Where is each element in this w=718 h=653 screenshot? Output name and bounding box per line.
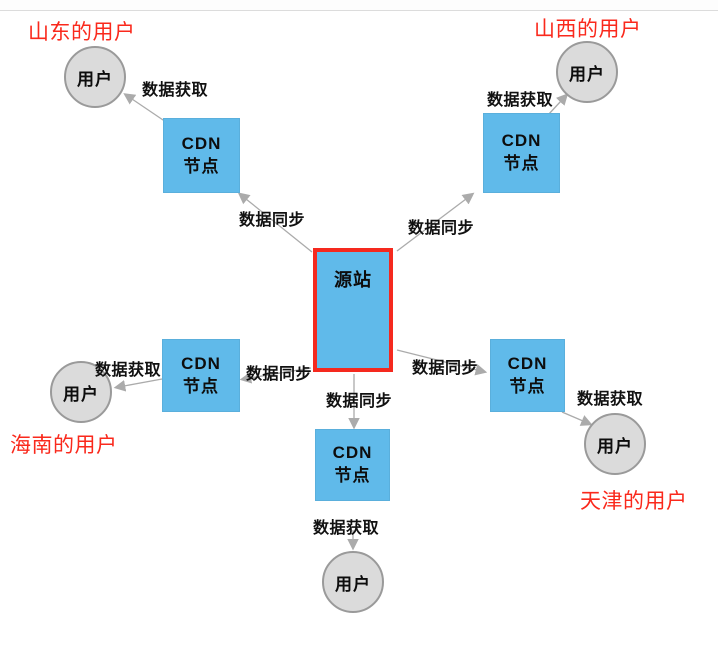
arrow-fetch-top-left	[123, 93, 167, 123]
edge-label-fetch-left: 数据获取	[95, 362, 162, 379]
cdn-label-line2: 节点	[183, 156, 220, 176]
user-node-shanxi: 用户	[556, 41, 618, 103]
cdn-label-line1: CDN	[181, 353, 221, 373]
edge-label-fetch-top-left: 数据获取	[142, 82, 209, 99]
user-node-hainan: 用户	[50, 361, 112, 423]
cdn-node-top-right: CDN 节点	[483, 113, 560, 193]
user-node-label: 用户	[335, 574, 371, 594]
cdn-label-line1: CDN	[181, 133, 222, 153]
cdn-node-bottom: CDN 节点	[315, 429, 390, 501]
top-divider	[0, 0, 718, 11]
user-node-bottom: 用户	[322, 551, 384, 613]
source-station-node: 源站	[313, 248, 393, 372]
user-node-shandong: 用户	[64, 46, 126, 108]
cdn-label-line1: CDN	[507, 353, 548, 373]
edge-label-sync-top-right: 数据同步	[408, 220, 475, 237]
user-node-label: 用户	[597, 436, 633, 456]
arrow-fetch-left	[113, 378, 163, 392]
cdn-node-left: CDN 节点	[162, 339, 240, 412]
cdn-node-label: CDN 节点	[508, 353, 548, 399]
cdn-label-line2: 节点	[183, 376, 219, 396]
edge-label-fetch-top-right: 数据获取	[487, 92, 554, 109]
region-label-shanxi: 山西的用户	[534, 18, 642, 41]
edge-label-sync-left: 数据同步	[246, 366, 313, 383]
edge-label-sync-bottom: 数据同步	[326, 393, 393, 410]
region-label-hainan: 海南的用户	[10, 434, 118, 457]
region-label-shandong: 山东的用户	[28, 21, 136, 44]
edge-label-fetch-right: 数据获取	[577, 391, 644, 408]
user-node-tianjin: 用户	[584, 413, 646, 475]
cdn-node-top-left: CDN 节点	[163, 118, 240, 193]
cdn-label-line2: 节点	[509, 376, 546, 396]
arrow-fetch-right	[561, 411, 593, 426]
cdn-node-label: CDN 节点	[181, 353, 221, 399]
cdn-node-label: CDN 节点	[182, 133, 222, 179]
cdn-node-right: CDN 节点	[490, 339, 565, 412]
source-station-label: 源站	[334, 270, 372, 290]
cdn-label-line1: CDN	[332, 443, 373, 463]
user-node-label: 用户	[63, 384, 99, 404]
cdn-node-label: CDN 节点	[333, 442, 373, 488]
cdn-label-line2: 节点	[503, 154, 540, 173]
user-node-label: 用户	[569, 64, 605, 84]
cdn-label-line1: CDN	[501, 131, 542, 151]
edge-label-sync-right: 数据同步	[412, 360, 479, 377]
edge-label-sync-top-left: 数据同步	[239, 212, 306, 229]
edge-label-fetch-bottom: 数据获取	[313, 520, 380, 537]
region-label-tianjin: 天津的用户	[580, 490, 688, 513]
user-node-label: 用户	[77, 69, 113, 89]
cdn-label-line2: 节点	[334, 466, 371, 485]
cdn-node-label: CDN 节点	[502, 130, 542, 176]
